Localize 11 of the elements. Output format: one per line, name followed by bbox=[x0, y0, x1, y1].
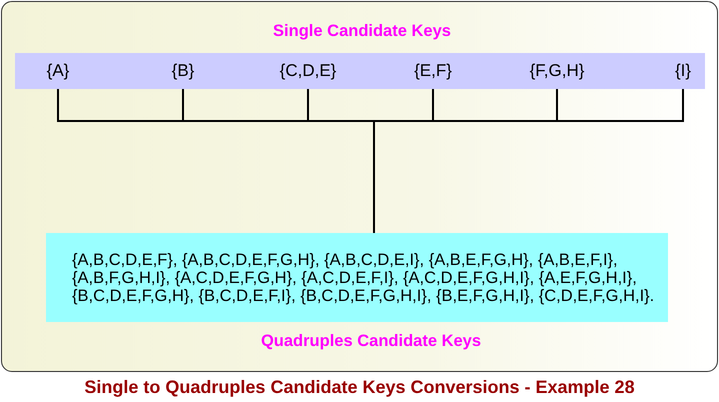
key-label: {A} bbox=[46, 53, 70, 89]
section-heading: Single Candidate Keys bbox=[273, 21, 451, 41]
key-list-text: {A,B,C,D,E,F}, {A,B,C,D,E,F,G,H}, {A,B,C,D,E,I}, {A,B,E,F,G,H}, {A,B,E,F,I}, {A,B,F,G,H,I}, {A,C,D,E,F,G,H}, {A,C,D,E,F,I}, {A,C,D,E,F,G,H,I}, {A,E,F,G,H,I}, {B,C,D,E,F,G,H}, {B,C,D,E,F,I}, {B,C,D,E,F,G,H,I}, {B,E,F,G,H,I}, {C,D,E,F,G,H,I}. bbox=[72, 251, 656, 305]
diagram-panel bbox=[1, 1, 718, 372]
key-label: {F,G,H} bbox=[530, 53, 584, 89]
key-label: {C,D,E} bbox=[280, 53, 336, 89]
key-label: {B} bbox=[172, 53, 194, 89]
key-label: {I} bbox=[674, 53, 692, 89]
key-label: {E,F} bbox=[414, 53, 452, 89]
diagram-caption: Single to Quadruples Candidate Keys Conversions - Example 28 bbox=[84, 377, 635, 397]
section-heading: Quadruples Candidate Keys bbox=[260, 331, 482, 351]
